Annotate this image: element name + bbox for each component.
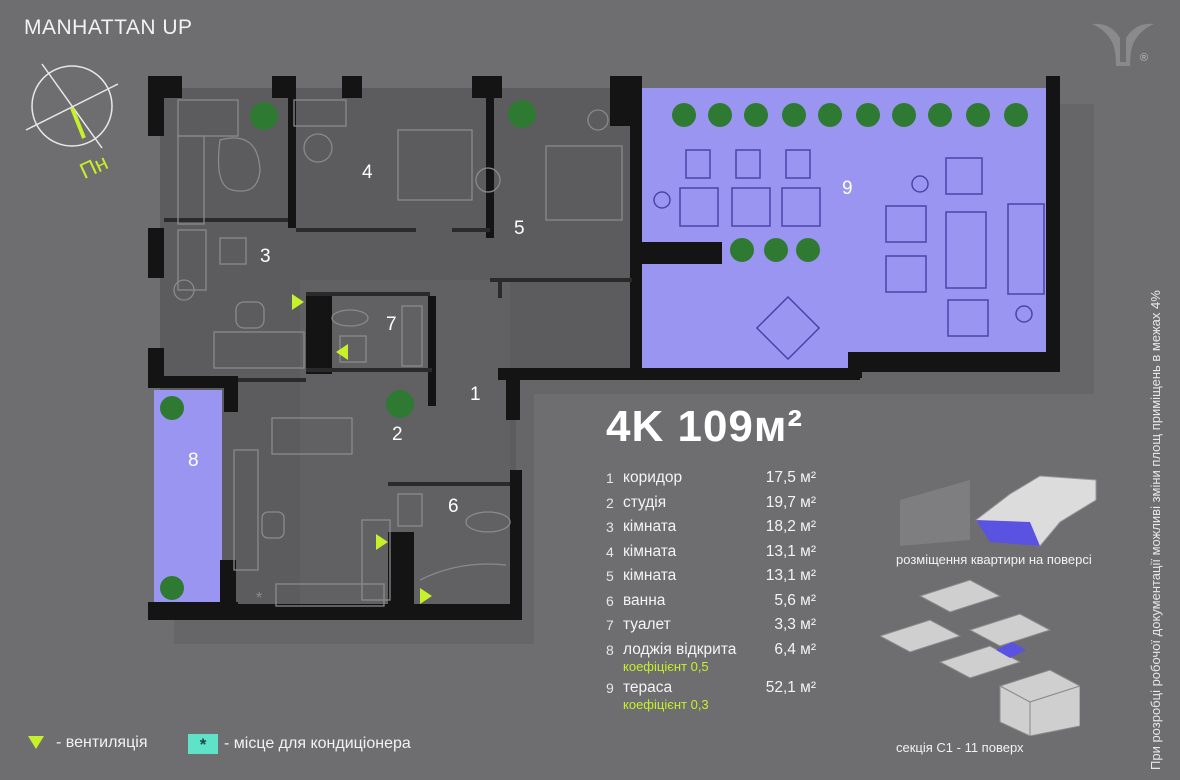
room-number: 4	[606, 543, 614, 560]
room-name: студія	[623, 493, 667, 511]
room-area: 3,3 м²	[774, 616, 816, 633]
section-map	[878, 576, 1082, 741]
legend-ventilation: - вентиляція	[28, 734, 147, 752]
ac-marker: *	[256, 590, 262, 607]
room-name: кімната	[623, 567, 677, 584]
ventilation-icon	[28, 736, 44, 750]
room-label-5: 5	[514, 218, 525, 239]
room-row: 6 ванна 5,6 м²	[606, 591, 816, 618]
room-row: 8 лоджія відкрита 6,4 м² коефіцієнт 0,5	[606, 640, 816, 680]
room-coefficient: коефіцієнт 0,3	[623, 696, 709, 712]
room-row: 9 тераса 52,1 м² коефіцієнт 0,3	[606, 678, 816, 712]
room-name: кімната	[623, 518, 677, 535]
room-row: 3 кімната 18,2 м²	[606, 518, 816, 544]
room-number: 8	[606, 641, 614, 658]
room-name: коридор	[623, 469, 683, 486]
room-area: 6,4 м²	[774, 640, 816, 658]
room-label-2: 2	[392, 424, 403, 445]
brand-name: MANHATTAN UP	[24, 16, 193, 39]
room-row: 7 туалет 3,3 м²	[606, 616, 816, 642]
compass: Пн	[20, 58, 130, 193]
room-coefficient: коефіцієнт 0,5	[623, 658, 709, 674]
room-label-6: 6	[448, 496, 459, 517]
room-label-8: 8	[188, 450, 199, 471]
room-number: 2	[606, 494, 614, 511]
room-name: ванна	[623, 591, 666, 609]
room-area: 13,1 м²	[765, 567, 816, 584]
room-area: 17,5 м²	[765, 469, 816, 486]
room-label-4: 4	[362, 162, 373, 183]
room-area: 13,1 м²	[765, 542, 816, 560]
legend-ac: * - місце для кондиціонера	[188, 734, 411, 754]
room-label-3: 3	[260, 246, 271, 267]
room-number: 5	[606, 568, 614, 584]
area-disclaimer: При розробці робочої документації можлив…	[1148, 290, 1163, 770]
room-number: 6	[606, 592, 614, 609]
legend-ac-label: - місце для кондиціонера	[224, 735, 411, 753]
room-number: 1	[606, 470, 614, 486]
room-list: 1 коридор 17,5 м² 2 студія 19,7 м² 3 кім…	[606, 469, 816, 712]
room-label-1: 1	[470, 384, 481, 405]
room-label-7: 7	[386, 314, 397, 335]
room-label-9: 9	[842, 178, 853, 199]
legend-ventilation-label: - вентиляція	[56, 734, 148, 751]
room-name: кімната	[623, 542, 677, 560]
room-number: 3	[606, 519, 614, 535]
terrace-area	[640, 88, 1052, 374]
brand-logo: ®	[1090, 16, 1160, 81]
room-area: 52,1 м²	[765, 678, 816, 696]
room-area: 18,2 м²	[765, 518, 816, 535]
registered-mark: ®	[1140, 52, 1149, 64]
room-row: 2 студія 19,7 м²	[606, 493, 816, 520]
ac-icon: *	[188, 734, 218, 754]
section-caption: секція С1 - 11 поверх	[896, 740, 1024, 755]
loggia-area	[154, 390, 222, 604]
room-name: тераса	[623, 678, 673, 696]
room-area: 19,7 м²	[765, 493, 816, 511]
room-name: туалет	[623, 616, 671, 633]
room-row: 4 кімната 13,1 м²	[606, 542, 816, 569]
apartment-title: 4K 109м²	[606, 402, 804, 451]
room-row: 1 коридор 17,5 м²	[606, 469, 816, 495]
floor-caption: розміщення квартири на поверсі	[896, 552, 1092, 567]
room-area: 5,6 м²	[774, 591, 816, 609]
floor-position-map	[890, 470, 1110, 555]
room-number: 9	[606, 679, 614, 696]
room-name: лоджія відкрита	[623, 640, 737, 658]
room-row: 5 кімната 13,1 м²	[606, 567, 816, 593]
room-number: 7	[606, 617, 614, 633]
